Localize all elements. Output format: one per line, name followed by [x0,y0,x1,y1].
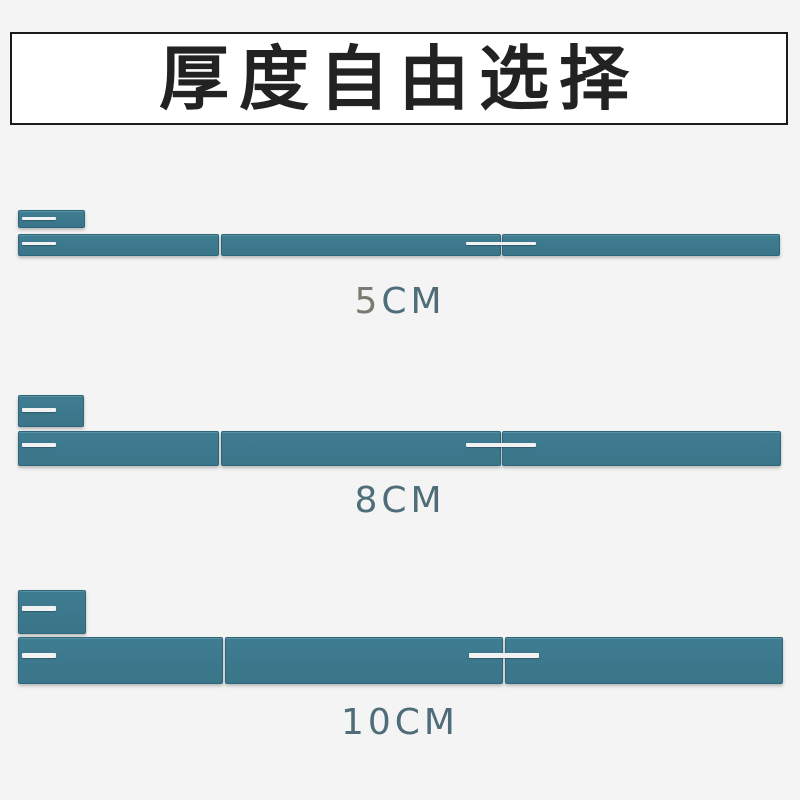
connector-clip [466,242,536,245]
panel-middle [221,234,501,256]
connector-clip [466,443,536,447]
panel-left [18,234,219,256]
panel-left [18,431,219,466]
small-panel [18,590,86,634]
panel-middle [221,431,501,466]
panel-right [502,431,781,466]
panel-middle [225,637,503,684]
thickness-label-10cm: 10CM [340,702,459,743]
thickness-label-digit: 5 [354,281,382,322]
title-box: 厚度自由选择 [10,32,788,125]
connector-clip [469,653,539,658]
connector-clip [22,408,56,412]
thickness-label-8cm: 8CM [354,480,446,521]
panel-right [502,234,780,256]
connector-clip [22,242,56,245]
thickness-label-unit: CM [381,281,446,322]
title-text: 厚度自由选择 [159,37,639,120]
thickness-option-5cm: 5CM [0,210,800,320]
thickness-option-8cm: 8CM [0,395,800,520]
panel-left [18,637,223,684]
connector-clip [22,443,56,447]
thickness-option-10cm: 10CM [0,590,800,743]
panel-right [505,637,783,684]
connector-clip [22,217,56,220]
thickness-label-5cm: 5CM [0,284,800,320]
connector-clip [22,606,56,611]
connector-clip [22,653,56,658]
